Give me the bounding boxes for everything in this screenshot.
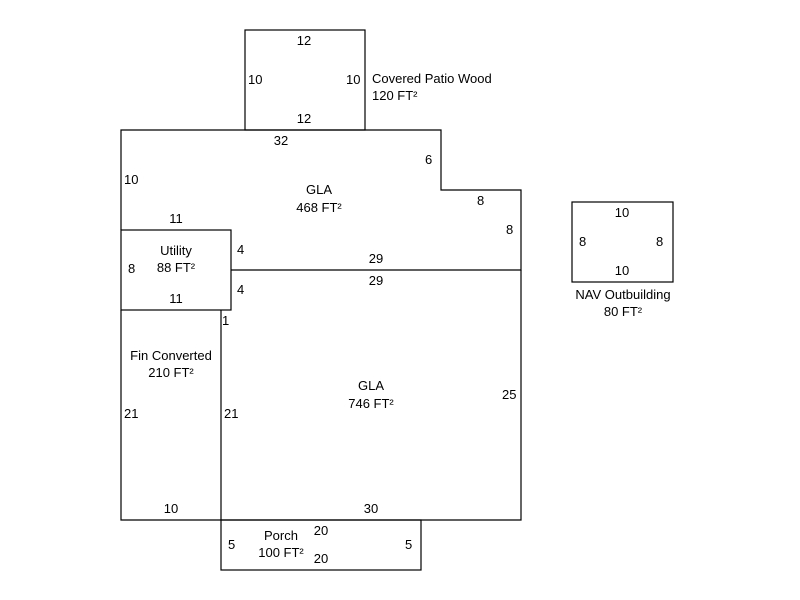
dim-label: 10 [248,72,262,87]
area-size: 746 FT² [348,396,394,411]
dim-label: 8 [128,261,135,276]
area-size: 120 FT² [372,88,418,103]
area-size: 210 FT² [148,365,194,380]
utility-outline [120,229,232,311]
dim-label: 20 [314,523,328,538]
dim-label: 1 [222,313,229,328]
dim-label: 4 [237,282,244,297]
utility-area[interactable]: 8 11 4 Utility 88 FT² [120,229,244,311]
fin-converted-area[interactable]: 21 10 Fin Converted 210 FT² [120,310,221,521]
gla-lower-area[interactable]: 29 25 30 21 1 GLA 746 FT² [220,270,522,521]
dim-label: 21 [124,406,138,421]
dim-label: 6 [425,152,432,167]
porch-outline [220,519,422,571]
dim-label: 8 [656,234,663,249]
fin-converted-outline [120,310,221,521]
dim-label: 8 [477,193,484,208]
dim-label: 10 [124,172,138,187]
dim-label: 8 [506,222,513,237]
dim-label: 8 [579,234,586,249]
dim-label: 5 [405,537,412,552]
patio-area[interactable]: 12 12 10 10 Covered Patio Wood 120 FT² [244,29,492,131]
dim-label: 25 [502,387,516,402]
gla-lower-outline [220,270,522,521]
dim-label: 11 [169,291,183,306]
area-name: GLA [358,378,384,393]
dim-label: 4 [237,242,244,257]
dim-label: 12 [297,33,311,48]
area-name: Porch [264,528,298,543]
area-size: 80 FT² [604,304,643,319]
area-name: Utility [160,243,192,258]
dim-label: 10 [615,263,629,278]
dim-label: 10 [346,72,360,87]
area-size: 88 FT² [157,260,196,275]
dim-label: 10 [615,205,629,220]
dim-label: 5 [228,537,235,552]
nav-outline [571,201,674,283]
dim-label: 11 [169,211,183,226]
area-name: Fin Converted [130,348,212,363]
area-name: NAV Outbuilding [575,287,670,302]
area-name: GLA [306,182,332,197]
dim-label: 30 [364,501,378,516]
porch-area[interactable]: 20 20 5 5 Porch 100 FT² [220,519,422,571]
dim-label: 29 [369,273,383,288]
nav-outbuilding-area[interactable]: 10 10 8 8 NAV Outbuilding 80 FT² [571,201,674,319]
area-name: Covered Patio Wood [372,71,492,86]
dim-label: 10 [164,501,178,516]
dim-label: 29 [369,251,383,266]
area-size: 100 FT² [258,545,304,560]
dim-label: 21 [224,406,238,421]
dim-label: 32 [274,133,288,148]
area-size: 468 FT² [296,200,342,215]
dim-label: 12 [297,111,311,126]
dim-label: 20 [314,551,328,566]
